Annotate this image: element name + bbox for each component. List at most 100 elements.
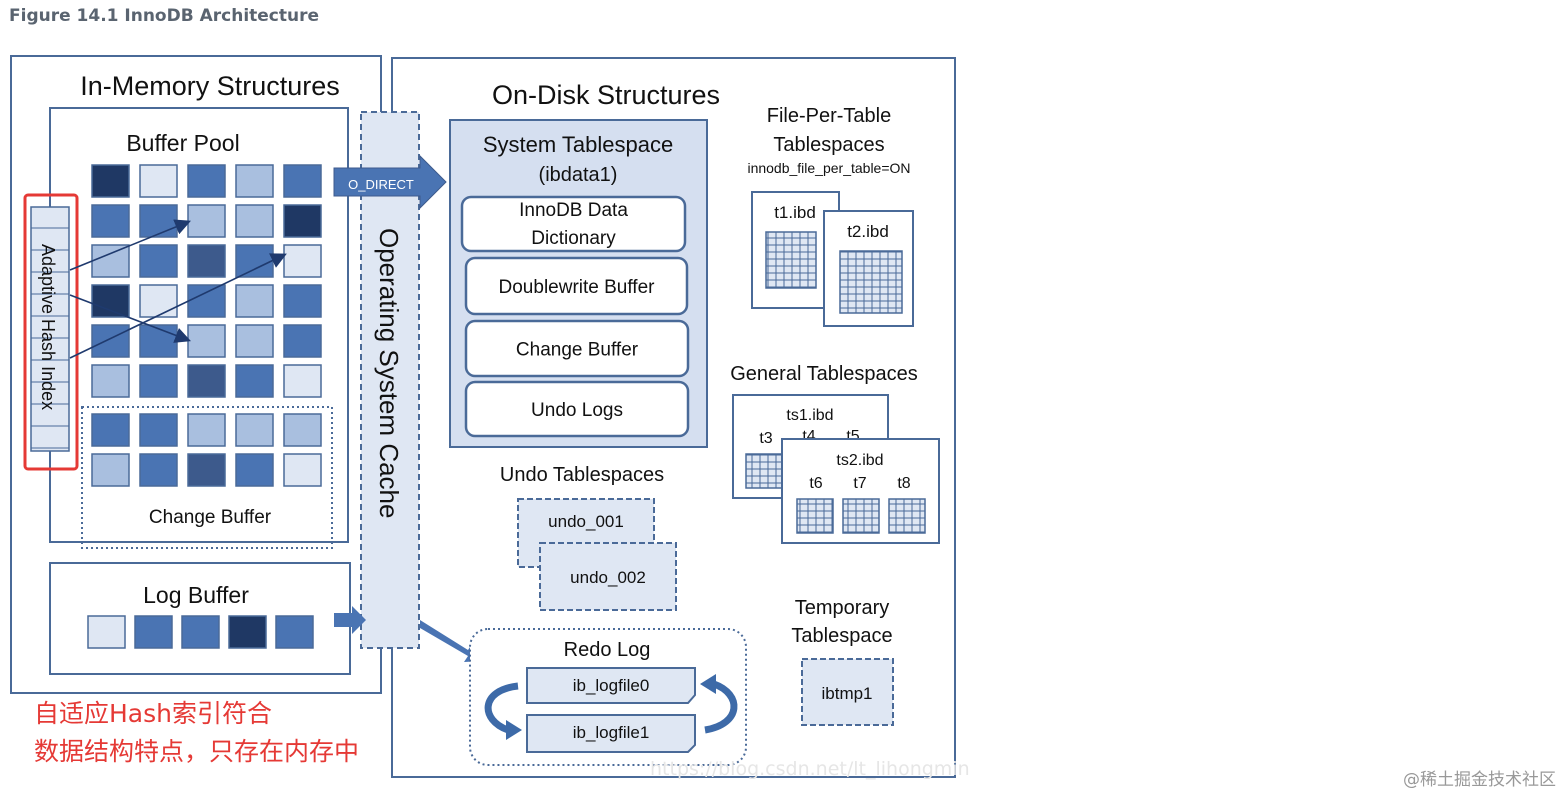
page-block (235, 284, 274, 318)
page-block (187, 364, 226, 398)
file-undo-002: undo_002 (539, 542, 677, 611)
svg-text:t8: t8 (897, 475, 910, 492)
page-block (91, 453, 130, 487)
file-ib-logfile0: ib_logfile0 (526, 667, 696, 704)
page-block (187, 284, 226, 318)
page-block (91, 164, 130, 198)
change-buffer-pages (91, 413, 322, 487)
svg-text:t6: t6 (809, 475, 822, 492)
page-block (235, 453, 274, 487)
page-block (139, 164, 178, 198)
annotation-line-2: 数据结构特点，只存在内存中 (34, 737, 360, 766)
change-buffer-region (81, 406, 333, 549)
system-tablespace-item-label: Undo Logs (531, 400, 623, 421)
page-block (91, 244, 130, 278)
file-per-table-title-2: Tablespaces (773, 134, 884, 156)
file-ibtmp1: ibtmp1 (801, 658, 894, 726)
page-block (283, 413, 322, 447)
page-block (139, 284, 178, 318)
page-block (187, 324, 226, 358)
svg-text:Adaptive Hash Index: Adaptive Hash Index (38, 244, 58, 410)
system-tablespace-item-label: Doublewrite Buffer (499, 277, 656, 298)
undo-tablespaces-title: Undo Tablespaces (500, 464, 664, 486)
system-tablespace-item (460, 195, 687, 253)
svg-text:t3: t3 (759, 430, 772, 447)
page-block (139, 244, 178, 278)
annotation-line-1: 自适应Hash索引符合 (34, 699, 272, 728)
file-ib-logfile1: ib_logfile1 (526, 714, 696, 753)
in-memory-title: In-Memory Structures (80, 71, 340, 101)
page-block (91, 284, 130, 318)
page-block (139, 204, 178, 238)
redo-log-title: Redo Log (564, 639, 651, 661)
svg-text:ib_logfile1: ib_logfile1 (573, 723, 650, 742)
log-buffer-title: Log Buffer (143, 582, 249, 608)
log-flush-arrow (334, 606, 366, 634)
svg-text:ibtmp1: ibtmp1 (821, 684, 872, 703)
page-block (283, 324, 322, 358)
temp-tablespace-title-1: Temporary (795, 597, 889, 619)
svg-text:ts1.ibd: ts1.ibd (786, 407, 833, 424)
svg-text:t7: t7 (853, 475, 866, 492)
page-block (139, 324, 178, 358)
page-block (87, 615, 126, 649)
file-ts2: ts2.ibd t6 t7 t8 (781, 438, 940, 544)
svg-text:O_DIRECT: O_DIRECT (348, 177, 414, 192)
page-block (283, 244, 322, 278)
svg-text:ib_logfile0: ib_logfile0 (573, 676, 650, 695)
page-block (91, 324, 130, 358)
svg-text:undo_001: undo_001 (548, 512, 624, 531)
system-tablespace-item (464, 256, 689, 316)
os-cache-column (360, 111, 420, 649)
redo-write-arrow (420, 620, 484, 662)
change-buffer-label: Change Buffer (149, 507, 272, 528)
temp-tablespace-title-2: Tablespace (791, 625, 892, 647)
page-block (275, 615, 314, 649)
system-tablespace-item-label: Change Buffer (516, 340, 639, 361)
on-disk-title: On-Disk Structures (492, 80, 720, 110)
page-block (181, 615, 220, 649)
log-buffer-pages (87, 615, 314, 649)
page-block (91, 204, 130, 238)
page-block (187, 244, 226, 278)
system-tablespace-item-label: Dictionary (531, 228, 616, 249)
page-block (228, 615, 267, 649)
system-tablespace-item (464, 319, 690, 378)
page-block (187, 204, 226, 238)
hash-pointer-arrows (69, 219, 287, 359)
redo-cycle-arrows (484, 680, 738, 734)
system-tablespace-item (464, 380, 690, 438)
system-tablespace-item-label: InnoDB Data (519, 200, 628, 221)
page-block (235, 324, 274, 358)
file-per-table-title-1: File-Per-Table (767, 105, 891, 127)
page-block (139, 364, 178, 398)
page-block (283, 453, 322, 487)
page-block (187, 164, 226, 198)
page-block (283, 164, 322, 198)
buffer-pool-pages (91, 164, 322, 398)
watermark: https://blog.csdn.net/lt_lihongmin (650, 758, 970, 780)
svg-text:ts2.ibd: ts2.ibd (836, 452, 883, 469)
file-per-table-setting: innodb_file_per_table=ON (747, 160, 910, 176)
o-direct-arrow: O_DIRECT (333, 154, 447, 210)
os-cache-label: Operating System Cache (374, 228, 404, 518)
figure-title: Figure 14.1 InnoDB Architecture (9, 6, 320, 26)
page-block (283, 364, 322, 398)
system-tablespace-title: System Tablespace (483, 132, 673, 157)
page-block (235, 413, 274, 447)
page-block (283, 204, 322, 238)
svg-text:t2.ibd: t2.ibd (847, 222, 889, 241)
brand-label: @稀土掘金技术社区 (1403, 770, 1556, 790)
page-block (134, 615, 173, 649)
general-tablespaces-title: General Tablespaces (730, 363, 918, 385)
page-block (187, 453, 226, 487)
page-block (235, 364, 274, 398)
svg-text:t1.ibd: t1.ibd (774, 203, 816, 222)
svg-text:undo_002: undo_002 (570, 568, 646, 587)
system-tablespace-subtitle: (ibdata1) (539, 164, 618, 186)
page-block (187, 413, 226, 447)
page-block (139, 453, 178, 487)
page-block (91, 413, 130, 447)
